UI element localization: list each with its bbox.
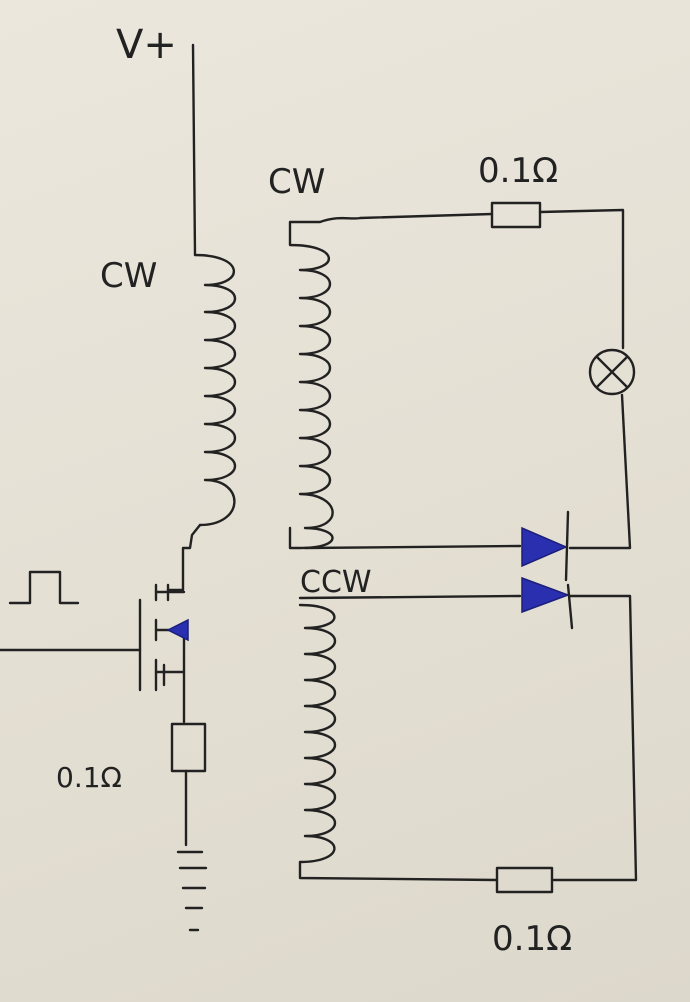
ground-icon [176,850,208,932]
lamp-icon [588,348,636,396]
primary-cw-label: CW [100,256,157,296]
secondary-cw-label: CW [268,162,325,202]
top-resistor-label: 0.1Ω [478,151,558,191]
square-pulse-icon [8,570,80,605]
source-resistor-label: 0.1Ω [56,761,122,794]
supply-wire [191,43,197,257]
vplus-label: V+ [116,22,177,68]
upper-diode-wire [303,544,522,550]
lamp-return-wire [568,393,632,550]
top-resistor [490,201,542,229]
bottom-resistor-label: 0.1Ω [492,919,572,959]
bottom-resistor [495,866,554,894]
secondary-ccw-label: CCW [300,565,372,600]
drain-wire [166,523,202,592]
source-resistor [170,722,207,773]
top-right-wire [538,208,625,350]
diode-lower-icon [521,576,574,630]
mosfet-icon [138,583,189,724]
diode-upper-icon [521,510,570,582]
secondary-cw-coil [288,212,494,550]
primary-coil [193,253,236,527]
lower-right-wire [550,594,638,882]
secondary-ccw-coil [298,594,522,882]
